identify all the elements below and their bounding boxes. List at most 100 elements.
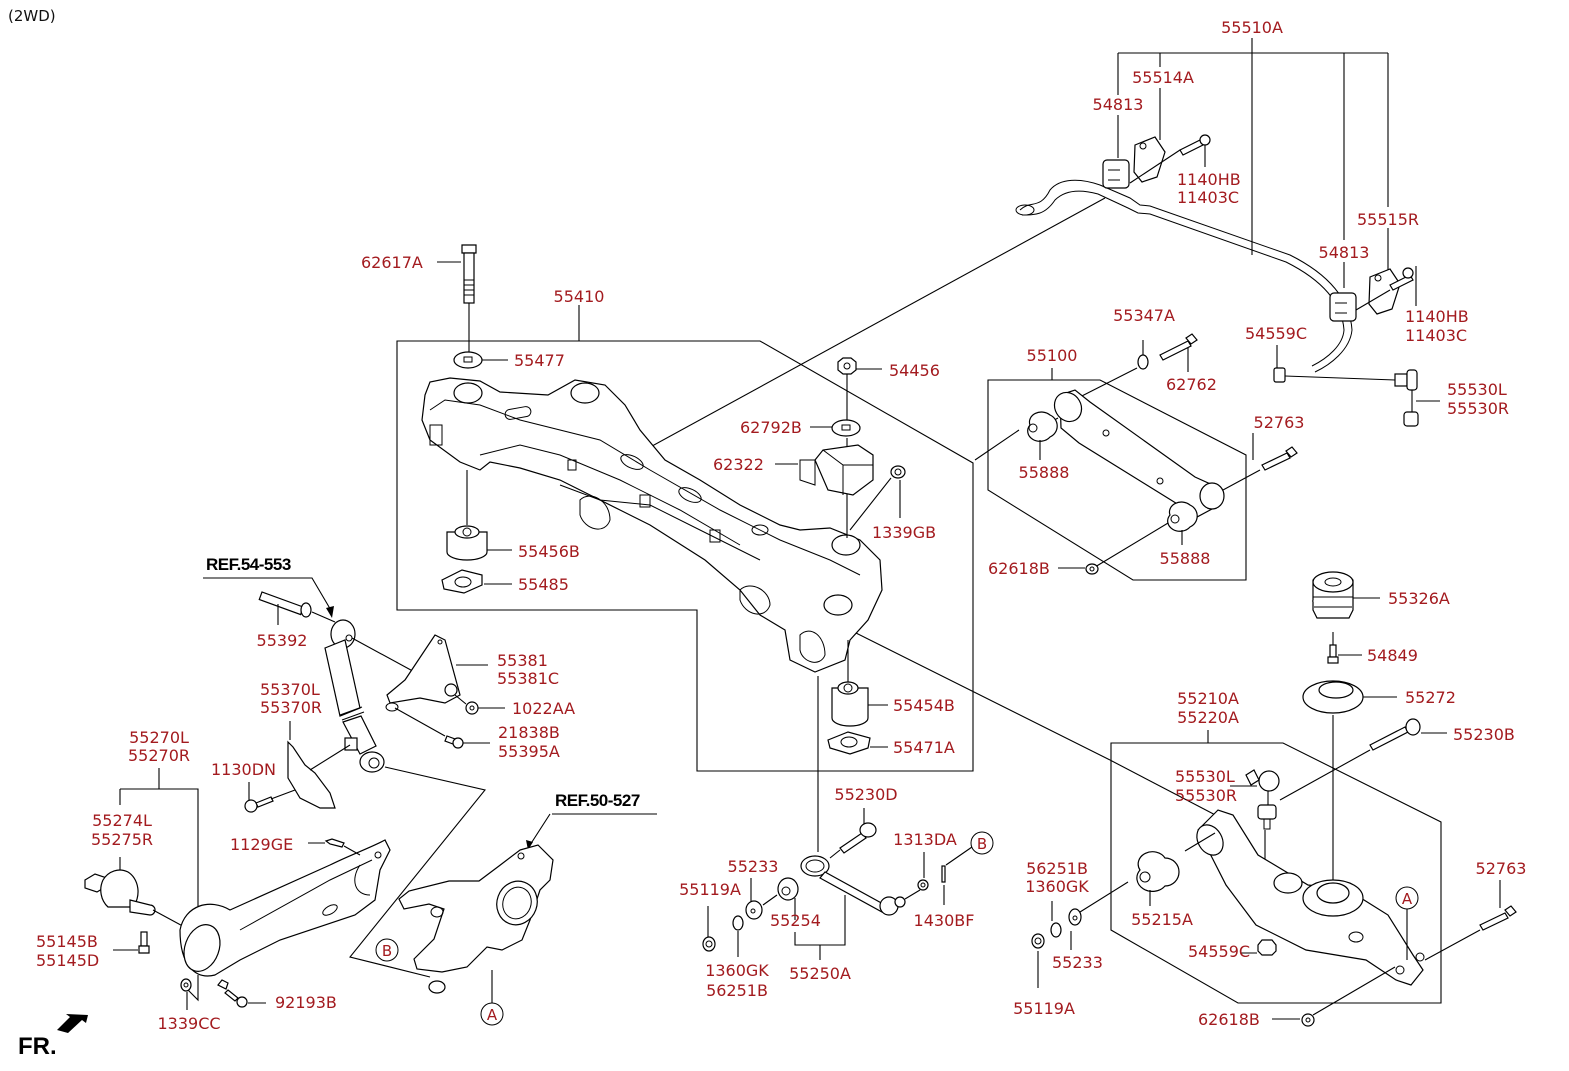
- bolt-55392[interactable]: [258, 591, 336, 625]
- bracket-62322[interactable]: [799, 444, 874, 496]
- washer-62792B[interactable]: [831, 419, 861, 437]
- label-55347A[interactable]: 55347A: [1113, 306, 1175, 325]
- washer-55233-middle[interactable]: [745, 878, 763, 920]
- bolt-62617A[interactable]: [461, 244, 477, 360]
- washer-1360GK-right[interactable]: [1050, 922, 1062, 938]
- label-54849[interactable]: 54849: [1367, 646, 1418, 665]
- stabilizer-link-top[interactable]: [1273, 367, 1440, 427]
- ref-50-527[interactable]: REF.50-527: [555, 791, 640, 810]
- label-55530R-bottom[interactable]: 55530R: [1175, 786, 1237, 805]
- nut-1339CC[interactable]: [180, 975, 199, 1010]
- label-55326A[interactable]: 55326A: [1388, 589, 1450, 608]
- label-55233-middle[interactable]: 55233: [728, 857, 779, 876]
- nut-54559C-bottom[interactable]: [1257, 939, 1277, 956]
- label-55230B[interactable]: 55230B: [1453, 725, 1515, 744]
- stabilizer-link-bottom[interactable]: [1245, 769, 1280, 930]
- bolt-left[interactable]: [1129, 134, 1211, 184]
- label-55145B[interactable]: 55145B: [36, 932, 98, 951]
- nut-55119A-middle[interactable]: [702, 906, 716, 952]
- bolt-92193B[interactable]: [217, 979, 266, 1008]
- label-55230D[interactable]: 55230D: [834, 785, 897, 804]
- bushing-55888-a[interactable]: [1027, 411, 1058, 460]
- label-62762[interactable]: 62762: [1166, 375, 1217, 394]
- label-55233-right[interactable]: 55233: [1052, 953, 1103, 972]
- label-92193B[interactable]: 92193B: [275, 993, 337, 1012]
- bushing-left[interactable]: [1102, 159, 1130, 189]
- label-55485[interactable]: 55485: [518, 575, 569, 594]
- label-1339CC[interactable]: 1339CC: [157, 1014, 220, 1033]
- washer-55233-right[interactable]: [1068, 908, 1082, 926]
- bushing-right[interactable]: [1329, 292, 1357, 322]
- label-55530L-top[interactable]: 55530L: [1447, 380, 1507, 399]
- bolt-55145[interactable]: [113, 931, 150, 954]
- label-55530R-top[interactable]: 55530R: [1447, 399, 1509, 418]
- label-55250A[interactable]: 55250A: [789, 964, 851, 983]
- label-1140HB-left[interactable]: 1140HB: [1177, 170, 1241, 189]
- label-55272[interactable]: 55272: [1405, 688, 1456, 707]
- label-52763-bottom[interactable]: 52763: [1476, 859, 1527, 878]
- upper-control-arm[interactable]: [1049, 388, 1225, 518]
- bolt-52763-bottom[interactable]: [1424, 880, 1517, 961]
- shield-55370[interactable]: [287, 740, 351, 809]
- label-54559C-top[interactable]: 54559C: [1245, 324, 1307, 343]
- label-62792B[interactable]: 62792B: [740, 418, 802, 437]
- label-55456B[interactable]: 55456B: [518, 542, 580, 561]
- label-1130DN[interactable]: 1130DN: [211, 760, 276, 779]
- trailing-arm[interactable]: [178, 839, 391, 977]
- nut-1339GB[interactable]: [849, 465, 906, 531]
- bolt-right[interactable]: [1355, 267, 1414, 311]
- label-55370R[interactable]: 55370R: [260, 698, 322, 717]
- bolt-55230B[interactable]: [1279, 718, 1421, 801]
- marker-A-left[interactable]: A: [480, 970, 504, 1026]
- lateral-link-55250A[interactable]: [800, 855, 921, 916]
- label-55514A[interactable]: 55514A: [1132, 68, 1194, 87]
- label-54813-left[interactable]: 54813: [1093, 95, 1144, 114]
- label-1360GK-middle[interactable]: 1360GK: [705, 961, 769, 980]
- label-55215A[interactable]: 55215A: [1131, 910, 1193, 929]
- cotter-pin-1430BF[interactable]: [941, 846, 973, 905]
- bushing-55274[interactable]: [84, 869, 191, 931]
- shock-absorber[interactable]: [324, 619, 421, 773]
- marker-A-right[interactable]: A: [1395, 886, 1419, 960]
- nut-1313DA[interactable]: [917, 852, 929, 891]
- bushing-55254[interactable]: [762, 877, 799, 920]
- stabilizer-bar[interactable]: [1019, 179, 1353, 373]
- label-62322[interactable]: 62322: [713, 455, 764, 474]
- nut-62618B-top[interactable]: [1085, 563, 1099, 575]
- label-54813-right[interactable]: 54813: [1319, 243, 1370, 262]
- bushing-55215A[interactable]: [1136, 832, 1216, 906]
- label-55471A[interactable]: 55471A: [893, 738, 955, 757]
- label-55145D[interactable]: 55145D: [36, 951, 99, 970]
- label-55119A-right[interactable]: 55119A: [1013, 999, 1075, 1018]
- label-55274L[interactable]: 55274L: [92, 811, 152, 830]
- label-1129GE[interactable]: 1129GE: [230, 835, 293, 854]
- bolt-21838B[interactable]: [394, 707, 490, 749]
- label-54559C-bottom[interactable]: 54559C: [1188, 942, 1250, 961]
- label-55270R[interactable]: 55270R: [128, 746, 190, 765]
- label-1022AA[interactable]: 1022AA: [512, 699, 575, 718]
- washer-55347A[interactable]: [1137, 354, 1149, 370]
- nut-62618B-bottom[interactable]: [1301, 966, 1396, 1027]
- bolt-1129GE[interactable]: [308, 838, 361, 856]
- bracket-55381[interactable]: [385, 634, 488, 712]
- ref-54-553[interactable]: REF.54-553: [206, 555, 291, 574]
- label-55275R[interactable]: 55275R: [91, 830, 153, 849]
- label-1360GK-right[interactable]: 1360GK: [1025, 877, 1089, 896]
- bushing-55454B[interactable]: [831, 640, 869, 727]
- label-55395A[interactable]: 55395A: [498, 742, 560, 761]
- label-55510A[interactable]: 55510A: [1221, 18, 1283, 37]
- label-55220A[interactable]: 55220A: [1177, 708, 1239, 727]
- washer-55477[interactable]: [453, 351, 483, 369]
- label-55370L[interactable]: 55370L: [260, 680, 320, 699]
- label-55119A-middle[interactable]: 55119A: [679, 880, 741, 899]
- label-55454B[interactable]: 55454B: [893, 696, 955, 715]
- washer-1360GK-middle[interactable]: [732, 915, 744, 957]
- clamp-right[interactable]: [1368, 268, 1401, 315]
- nut-55119A-right[interactable]: [1031, 933, 1045, 949]
- label-56251B-right[interactable]: 56251B: [1026, 859, 1088, 878]
- label-55254[interactable]: 55254: [770, 911, 821, 930]
- label-62618B-bottom[interactable]: 62618B: [1198, 1010, 1260, 1029]
- bolt-62762[interactable]: [1159, 333, 1198, 361]
- crossmember-body[interactable]: [421, 377, 883, 673]
- bolt-52763-top[interactable]: [1261, 446, 1298, 471]
